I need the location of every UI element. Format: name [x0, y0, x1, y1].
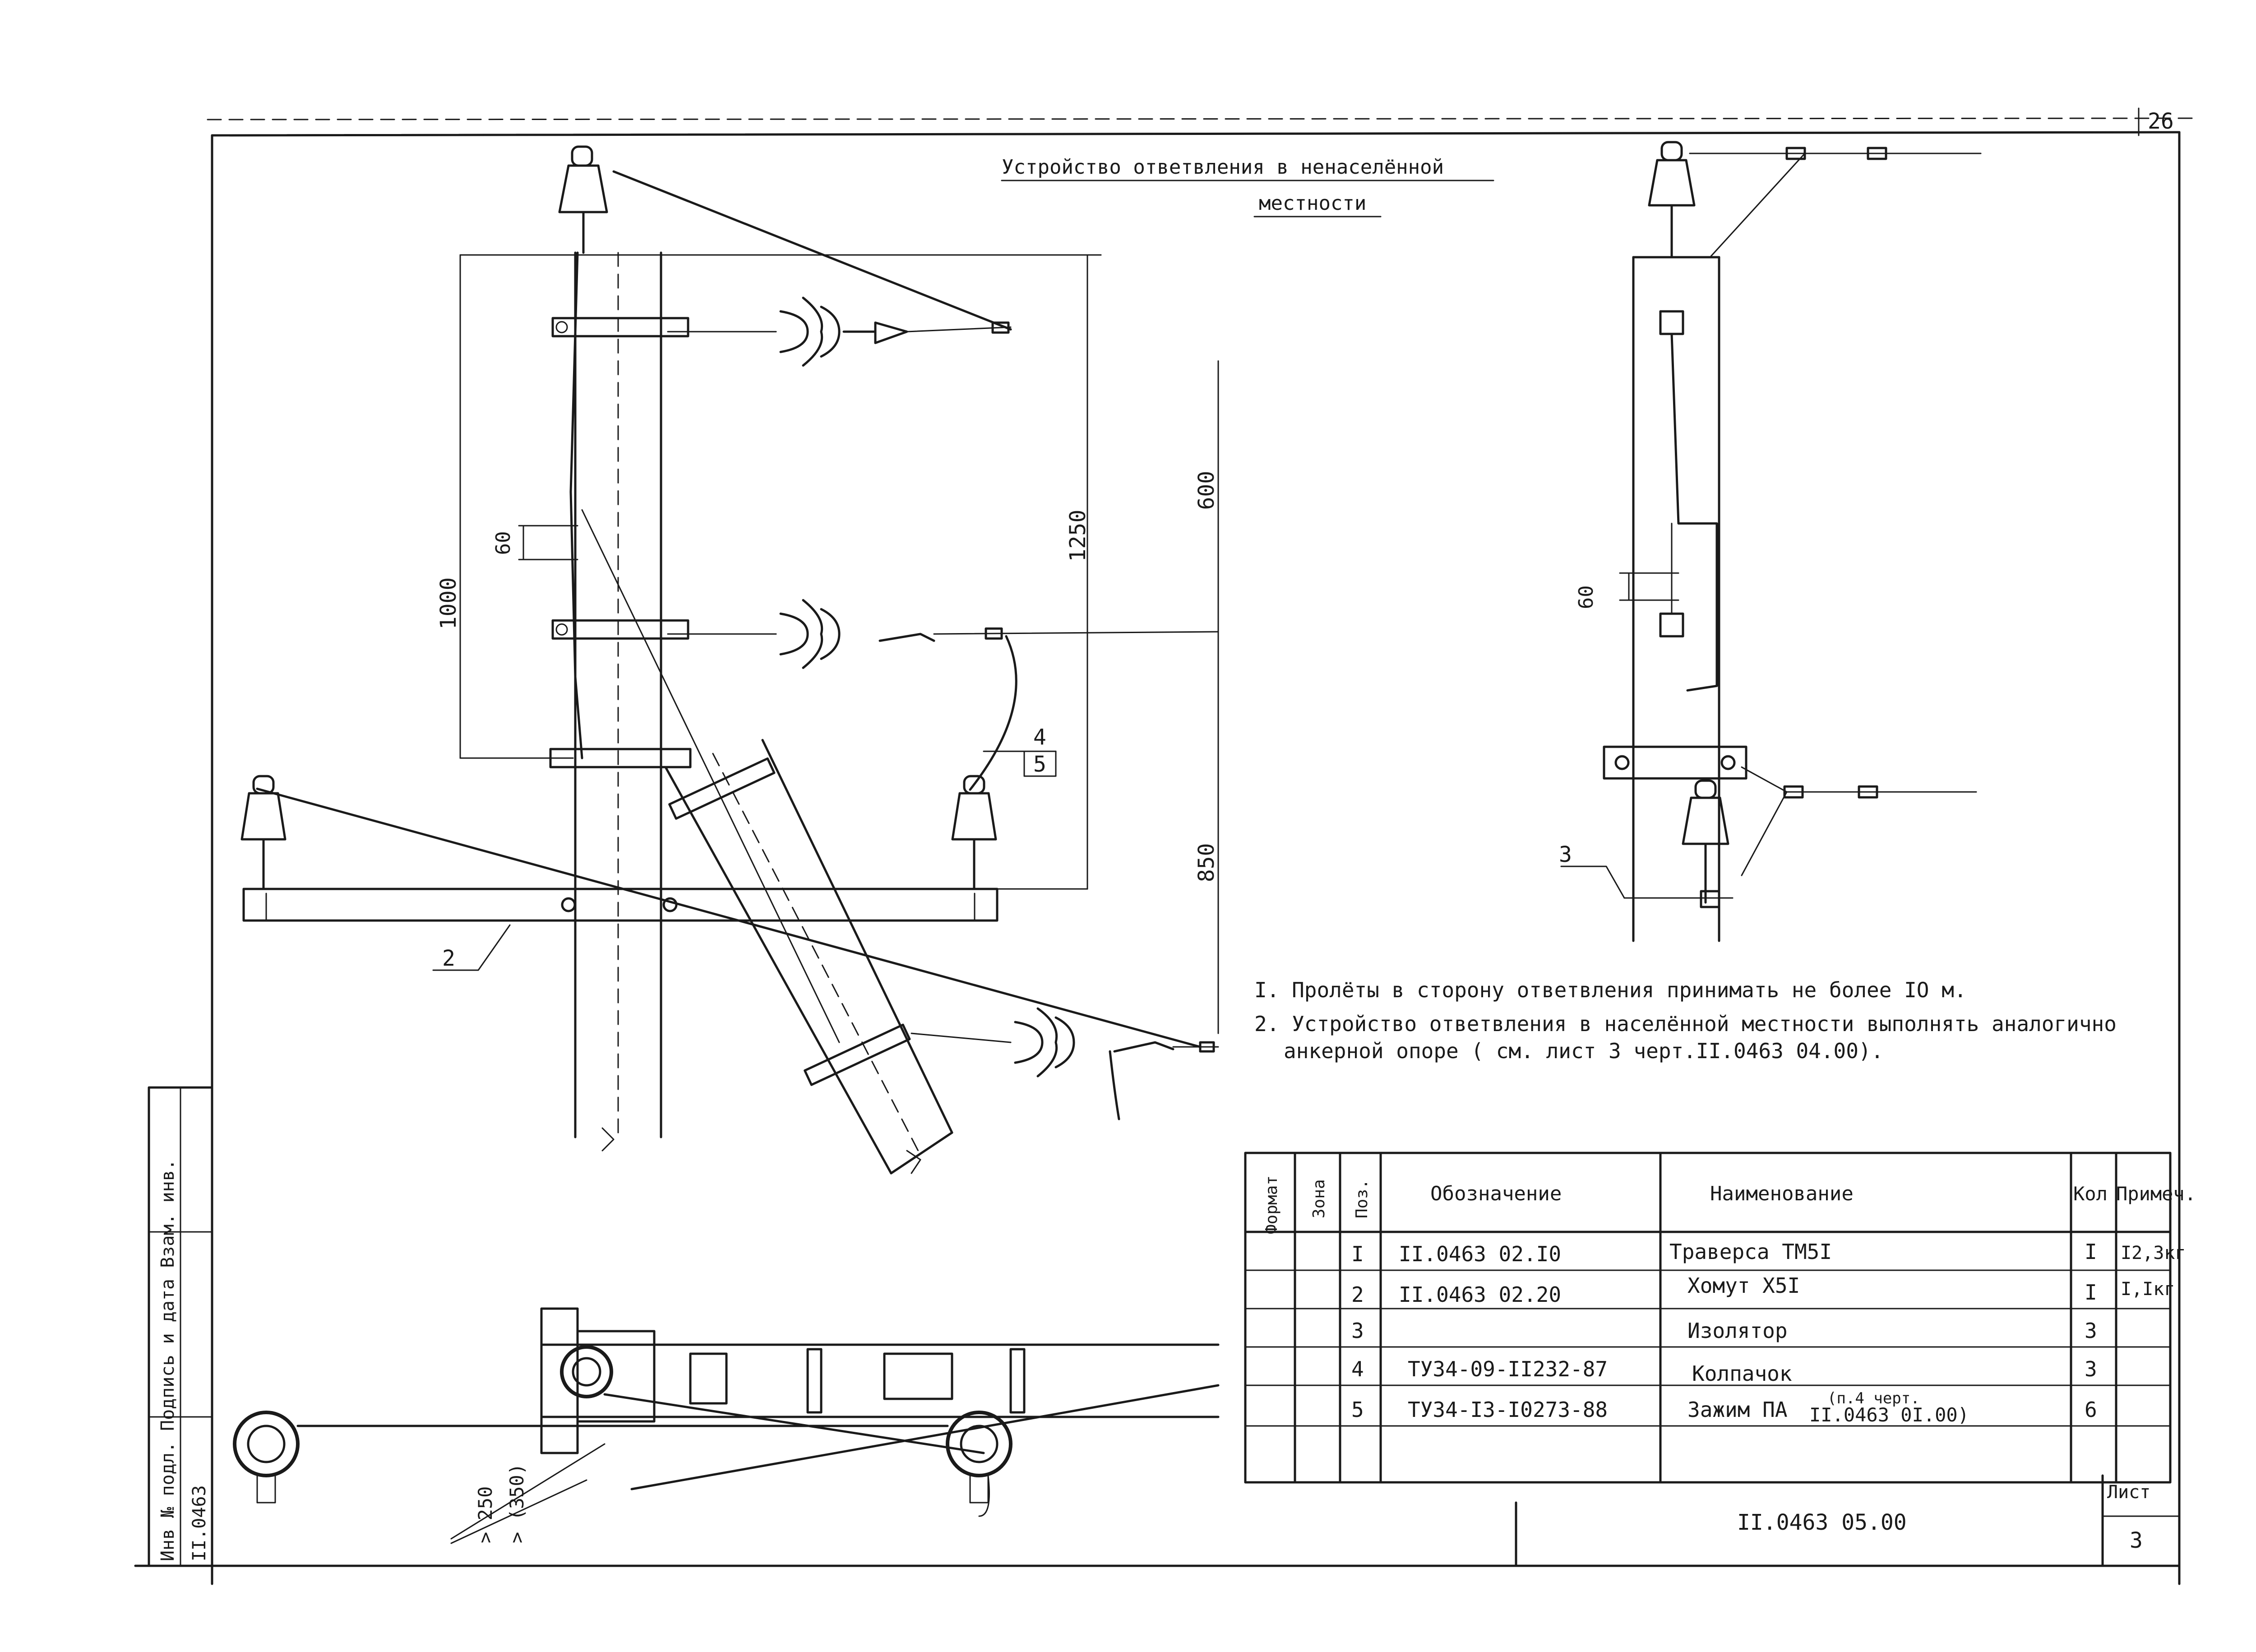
header-name: Наименование [1710, 1182, 1854, 1205]
dim-60-side: 60 [1575, 585, 1598, 609]
callout-5: 5 [1033, 752, 1046, 777]
stamp-line2: II.0463 [189, 1485, 210, 1561]
row1-designation: II.0463 02.I0 [1399, 1242, 1561, 1266]
side-stamp: Инв № подл. Подпись и дата Взам. инв. II… [148, 1086, 213, 1567]
row2-qty: I [2085, 1280, 2097, 1305]
row1-qty: I [2085, 1240, 2097, 1264]
row3-pos: 3 [1351, 1319, 1364, 1343]
drawing-title-line2: местности [1259, 192, 1366, 215]
header-designation: Обозначение [1430, 1182, 1562, 1205]
insulator-top-side [1648, 141, 1696, 259]
row4-designation: ТУ34-09-II232-87 [1408, 1357, 1608, 1381]
header-note: Примеч. [2116, 1183, 2196, 1205]
dim-60-front: 60 [492, 531, 515, 555]
sheet-label: Лист [2107, 1482, 2150, 1503]
main-pole [574, 251, 662, 1152]
row4-pos: 4 [1351, 1357, 1364, 1381]
note-1: I. Пролёты в сторону ответвления принима… [1254, 978, 1967, 1002]
note-2-line1: 2. Устройство ответвления в населённой м… [1254, 1012, 2117, 1036]
dim-1000: 1000 [436, 577, 461, 629]
sheet-number: 3 [2130, 1528, 2143, 1553]
suspension-insulator-middle [779, 599, 841, 669]
row1-pos: I [1351, 1242, 1364, 1266]
suspension-insulator-upper [779, 296, 908, 367]
dim-600: 600 [1194, 471, 1219, 510]
row5-designation: ТУ34-I3-I0273-88 [1408, 1397, 1608, 1422]
dim-850: 850 [1194, 843, 1219, 882]
spec-table: Формат Зона Поз. Обозначение Наименовани… [1244, 1152, 2196, 1484]
notes-block: I. Пролёты в сторону ответвления принима… [1254, 978, 2117, 1063]
drawing-title-line1: Устройство ответвления в ненаселённой [1002, 156, 1444, 179]
stamp-line1: Инв № подл. Подпись и дата Взам. инв. [157, 1159, 178, 1561]
header-pos: Поз. [1353, 1179, 1371, 1218]
row5-pos: 5 [1351, 1397, 1364, 1422]
side-view: 60 3 [1559, 141, 1982, 942]
cross-arm-side [1603, 745, 1747, 780]
header-format: Формат [1262, 1175, 1281, 1234]
front-view: 60 1000 1250 600 850 2 4 5 [240, 145, 1219, 1175]
pin-insulator-left [240, 775, 287, 890]
row4-qty: 3 [2085, 1357, 2097, 1381]
sheet-frame [134, 107, 2194, 1585]
pin-insulator-side [1682, 779, 1729, 904]
callout-3: 3 [1559, 842, 1572, 867]
row2-designation: II.0463 02.20 [1399, 1282, 1561, 1307]
row1-name: Траверса ТМ5I [1669, 1240, 1832, 1264]
row2-note: I,Iкг [2121, 1279, 2175, 1300]
row5-ref-bottom: II.0463 0I.00) [1809, 1404, 1969, 1426]
suspension-insulator-lower [911, 1007, 1219, 1120]
row2-name: Хомут Х5I [1687, 1273, 1800, 1298]
row5-qty: 6 [2085, 1397, 2097, 1422]
row3-name: Изолятор [1687, 1319, 1788, 1343]
insulator-top [558, 145, 608, 254]
callout-4: 4 [1033, 725, 1046, 750]
callout-2: 2 [442, 946, 455, 971]
sheet-top-number: 26 [2148, 109, 2174, 134]
header-qty: Кол [2073, 1183, 2108, 1205]
row5-name: Зажим ПА [1687, 1397, 1788, 1422]
dim-250: > 250 [474, 1486, 496, 1543]
row4-name: Колпачок [1692, 1361, 1792, 1386]
plan-view: > 250 > (350) [233, 1307, 1220, 1544]
pin-insulator-right [951, 775, 997, 890]
row2-pos: 2 [1351, 1282, 1364, 1307]
title-block: II.0463 05.00 Лист 3 [1737, 1482, 2150, 1553]
cross-arm [242, 888, 999, 922]
row3-qty: 3 [2085, 1319, 2097, 1343]
doc-number: II.0463 05.00 [1737, 1510, 1907, 1535]
branch-pole [581, 509, 953, 1175]
row1-note: I2,3кг [2121, 1243, 2186, 1263]
row5-ref-top: (п.4 черт. [1827, 1389, 1920, 1407]
header-zone: Зона [1310, 1179, 1328, 1218]
note-2-line2: анкерной опоре ( см. лист 3 черт.II.0463… [1284, 1039, 1883, 1063]
dim-1250: 1250 [1065, 509, 1091, 562]
dim-350: > (350) [506, 1463, 528, 1543]
